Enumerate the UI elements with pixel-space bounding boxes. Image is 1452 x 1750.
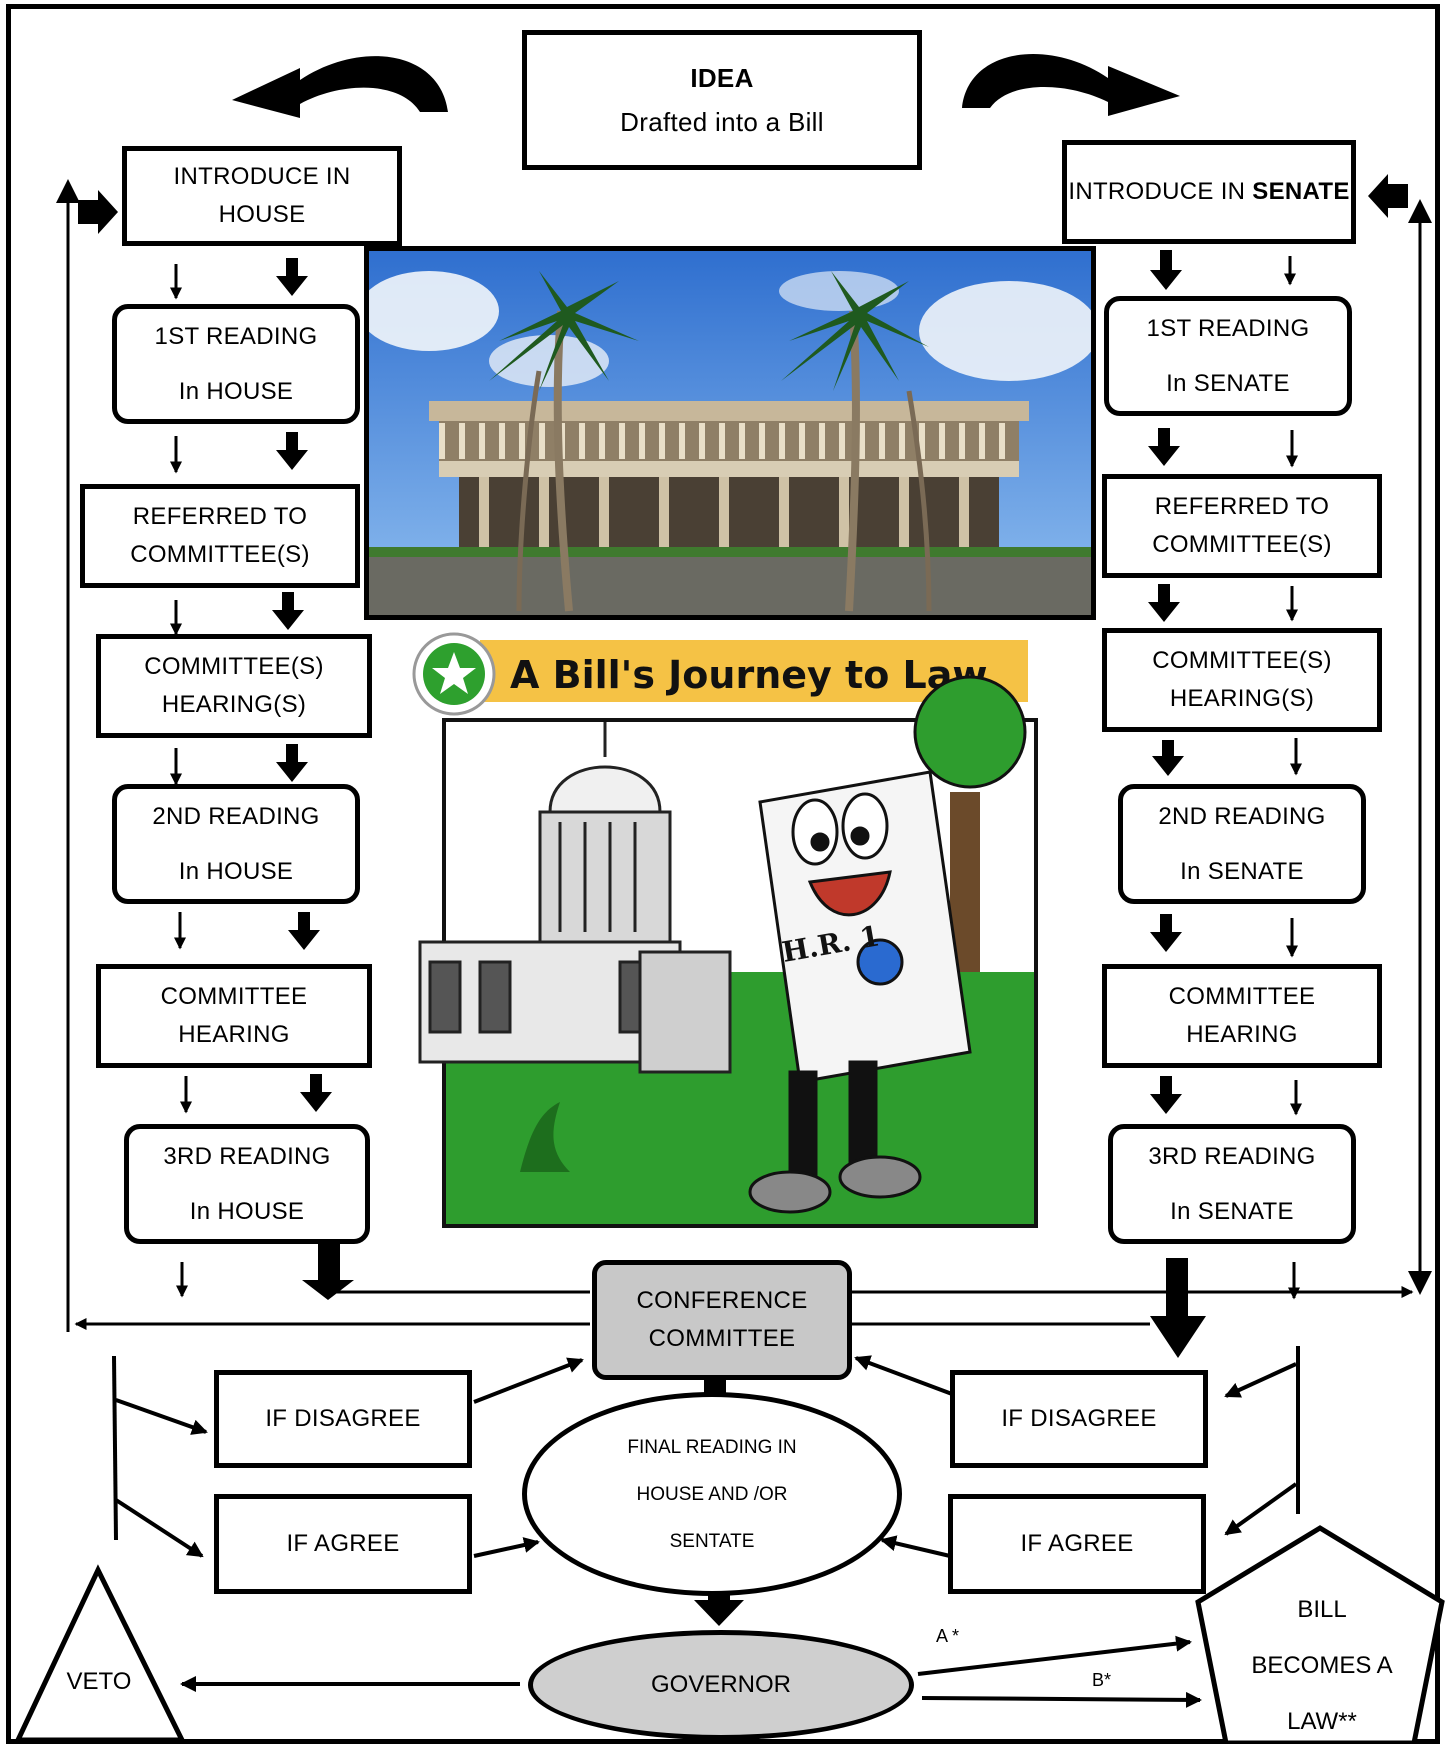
introduce-in-house-label: INTRODUCE IN HOUSE xyxy=(173,163,351,228)
house-3rd-reading-line1: 3RD READING xyxy=(163,1143,331,1170)
senate-hearings-line1: COMMITTEE(S) xyxy=(1152,647,1332,674)
senate-3rd-reading-line1: 3RD READING xyxy=(1148,1143,1316,1170)
house-2nd-reading-line1: 2ND READING xyxy=(152,803,320,830)
senate-hearings-line2: HEARING(S) xyxy=(1169,685,1315,712)
law-line1: BILL xyxy=(1297,1596,1347,1623)
senate-1st-reading-line2: In SENATE xyxy=(1166,370,1290,397)
arrow-final-to-governor xyxy=(694,1572,744,1626)
left-if-disagree: IF DISAGREE xyxy=(214,1370,472,1468)
governor-label: GOVERNOR xyxy=(650,1671,791,1698)
capitol-building-photo xyxy=(364,246,1096,620)
introduce-in-senate-bold: SENATE xyxy=(1252,178,1350,205)
house-referred-to-committees: REFERRED TO COMMITTEE(S) xyxy=(80,484,360,588)
house-hearing-line1: COMMITTEE xyxy=(160,983,308,1010)
senate-2nd-reading-line2: In SENATE xyxy=(1180,858,1304,885)
left-if-disagree-label: IF DISAGREE xyxy=(265,1405,421,1432)
house-committee-hearing: COMMITTEE HEARING xyxy=(96,964,372,1068)
house-referred-line2: COMMITTEE(S) xyxy=(130,541,310,568)
house-2nd-reading: 2ND READING In HOUSE xyxy=(112,784,360,904)
right-if-agree-label: IF AGREE xyxy=(1020,1530,1134,1557)
right-if-disagree-label: IF DISAGREE xyxy=(1001,1405,1157,1432)
house-2nd-reading-line2: In HOUSE xyxy=(178,858,294,885)
house-1st-reading: 1ST READING In HOUSE xyxy=(112,304,360,424)
law-line3: LAW** xyxy=(1287,1708,1357,1735)
page-frame xyxy=(6,4,1440,1744)
senate-referred-to-committees: REFERRED TO COMMITTEE(S) xyxy=(1102,474,1382,578)
bills-journey-cartoon: A Bill's Journey to Law xyxy=(410,632,1042,1228)
veto-label: VETO xyxy=(66,1668,132,1695)
idea-title: IDEA xyxy=(690,63,754,93)
left-if-agree: IF AGREE xyxy=(214,1494,472,1594)
idea-subtitle: Drafted into a Bill xyxy=(620,107,824,137)
final-reading-oval: FINAL READING IN HOUSE AND /OR SENTATE xyxy=(522,1392,902,1596)
house-referred-line1: REFERRED TO xyxy=(132,503,308,530)
house-hearings-line1: COMMITTEE(S) xyxy=(144,653,324,680)
house-3rd-reading: 3RD READING In HOUSE xyxy=(124,1124,370,1244)
final-reading-line1: FINAL READING IN xyxy=(627,1436,797,1458)
senate-referred-line1: REFERRED TO xyxy=(1154,493,1330,520)
law-line2: BECOMES A xyxy=(1251,1652,1393,1679)
curved-arrow-right xyxy=(962,53,1180,116)
right-if-agree: IF AGREE xyxy=(948,1494,1206,1594)
house-committees-hearings: COMMITTEE(S) HEARING(S) xyxy=(96,634,372,738)
house-3rd-reading-line2: In HOUSE xyxy=(189,1198,305,1225)
right-if-disagree: IF DISAGREE xyxy=(950,1370,1208,1468)
senate-1st-reading: 1ST READING In SENATE xyxy=(1104,296,1352,416)
governor-oval: GOVERNOR xyxy=(528,1630,914,1740)
introduce-in-senate-label: INTRODUCE IN SENATE xyxy=(1068,173,1349,211)
senate-1st-reading-line1: 1ST READING xyxy=(1146,315,1310,342)
thick-arrow-senate xyxy=(1368,174,1408,218)
conference-line2: COMMITTEE xyxy=(648,1325,796,1352)
introduce-in-senate: INTRODUCE IN SENATE xyxy=(1062,140,1356,244)
house-1st-reading-line2: In HOUSE xyxy=(178,378,294,405)
house-1st-reading-line1: 1ST READING xyxy=(154,323,318,350)
idea-box: IDEA Drafted into a Bill xyxy=(522,30,922,170)
house-hearings-line2: HEARING(S) xyxy=(161,691,307,718)
conference-committee: CONFERENCE COMMITTEE xyxy=(592,1260,852,1380)
label-b: B* xyxy=(1092,1670,1112,1690)
curved-arrow-left xyxy=(232,56,448,118)
law-pentagon xyxy=(1195,1525,1445,1743)
house-step-arrows xyxy=(170,258,354,1300)
senate-step-arrows xyxy=(1148,250,1302,1358)
senate-hearing-line2: HEARING xyxy=(1186,1021,1298,1048)
senate-referred-line2: COMMITTEE(S) xyxy=(1152,531,1332,558)
senate-hearing-line1: COMMITTEE xyxy=(1168,983,1316,1010)
senate-3rd-reading: 3RD READING In SENATE xyxy=(1108,1124,1356,1244)
senate-committees-hearings: COMMITTEE(S) HEARING(S) xyxy=(1102,628,1382,732)
thick-arrow-house xyxy=(78,190,118,234)
house-hearing-line2: HEARING xyxy=(178,1021,290,1048)
left-if-agree-label: IF AGREE xyxy=(286,1530,400,1557)
introduce-in-senate-prefix: INTRODUCE IN xyxy=(1068,178,1253,205)
conference-line1: CONFERENCE xyxy=(636,1287,808,1314)
introduce-in-house: INTRODUCE IN HOUSE xyxy=(122,146,402,246)
law-label: BILL BECOMES A LAW** xyxy=(1222,1582,1422,1750)
senate-2nd-reading-line1: 2ND READING xyxy=(1158,803,1326,830)
senate-3rd-reading-line2: In SENATE xyxy=(1170,1198,1294,1225)
senate-2nd-reading: 2ND READING In SENATE xyxy=(1118,784,1366,904)
final-reading-line3: SENTATE xyxy=(669,1530,755,1552)
cartoon-banner: A Bill's Journey to Law xyxy=(510,653,988,697)
veto-triangle xyxy=(14,1564,187,1743)
label-a: A * xyxy=(936,1626,960,1646)
senate-committee-hearing: COMMITTEE HEARING xyxy=(1102,964,1382,1068)
final-reading-line2: HOUSE AND /OR xyxy=(636,1483,788,1505)
